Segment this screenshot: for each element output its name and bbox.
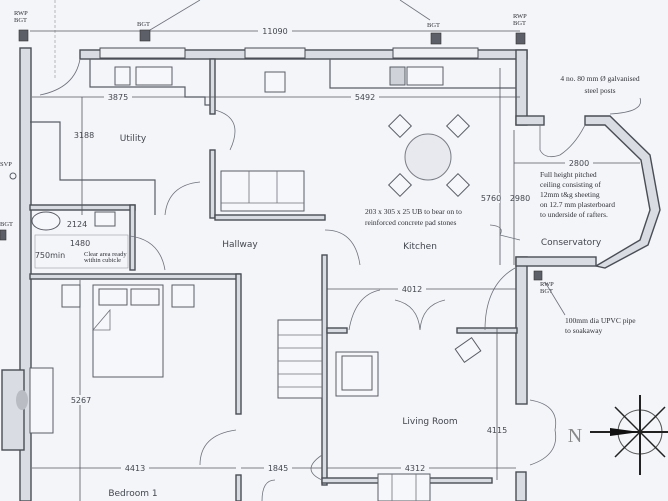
dimension-label: 2124 [67, 220, 87, 229]
wc-note: within cubicle [84, 257, 121, 264]
staircase [277, 319, 323, 399]
svg-text:to soakaway: to soakaway [565, 326, 603, 335]
gully-box [0, 229, 7, 241]
room-label-utility: Utility [120, 134, 147, 144]
bgt-tag: BGT [137, 21, 150, 28]
dimension-label: 5760 [481, 194, 501, 203]
dimension-overall-width: 11090 [30, 26, 520, 36]
dimension-label: 1845 [268, 464, 288, 473]
utility-worktop [30, 121, 156, 215]
kitchen-units [89, 59, 516, 106]
bgt-tag: BGT [427, 22, 440, 29]
dimension-label: 4312 [405, 464, 425, 473]
north-label: N [568, 425, 582, 447]
svg-text:100mm dia UPVC pipe: 100mm dia UPVC pipe [565, 316, 636, 325]
room-label-conservatory: Conservatory [541, 238, 602, 248]
cooker [264, 71, 286, 93]
leader-line [399, 0, 431, 21]
svg-text:203 x 305 x 25 UB to bear on t: 203 x 305 x 25 UB to bear on to [365, 207, 462, 216]
dimension-label: 3188 [74, 131, 94, 140]
svg-text:to underside of rafters.: to underside of rafters. [540, 210, 608, 219]
room-label-kitchen: Kitchen [403, 242, 437, 252]
dimension-label: 2980 [510, 194, 530, 203]
room-label-hallway: Hallway [222, 240, 258, 250]
dimension-label: 3875 [108, 93, 128, 102]
door-swings [39, 58, 557, 501]
wc-note: Clear area ready [84, 251, 127, 258]
note-posts: 4 no. 80 mm Ø galvanised steel posts [560, 74, 642, 115]
svp-tag: SVP [0, 161, 12, 168]
note-pipe: RWP BGT 100mm dia UPVC pipe to soakaway [533, 270, 636, 335]
internal-walls [29, 58, 518, 501]
leader-line [149, 0, 201, 31]
dimension-label: 750min [35, 251, 65, 260]
side-chair [454, 337, 482, 363]
gully-box [18, 29, 29, 42]
svg-text:RWP: RWP [540, 281, 554, 288]
room-label-bedroom-1: Bedroom 1 [108, 489, 157, 499]
svg-text:12mm t&g sheeting: 12mm t&g sheeting [540, 190, 600, 199]
fireplace [16, 367, 54, 434]
note-beam: 203 x 305 x 25 UB to bear on to reinforc… [365, 207, 521, 241]
svg-text:BGT: BGT [540, 288, 553, 295]
external-walls [1, 47, 597, 501]
dimension-label: 4413 [125, 464, 145, 473]
bed [61, 284, 195, 378]
bgt-tag: BGT [14, 17, 27, 24]
dimension-label: 5267 [71, 396, 91, 405]
wc-fittings [31, 211, 129, 269]
north-compass-icon: N [568, 395, 668, 475]
note-ceiling: Full height pitched ceiling consisting o… [540, 170, 615, 219]
dimension-label: 4012 [402, 285, 422, 294]
gully-box [430, 32, 442, 45]
dimension-label: 5492 [355, 93, 375, 102]
svg-text:reinforced concrete pad stones: reinforced concrete pad stones [365, 218, 456, 227]
sofa-hallway [220, 170, 305, 212]
dimension-label: 4115 [487, 426, 507, 435]
dining-table [387, 113, 471, 198]
living-room-unit [377, 473, 431, 501]
svg-text:on 12.7 mm plasterboard: on 12.7 mm plasterboard [540, 200, 615, 209]
dimension-label: 2800 [569, 159, 589, 168]
room-label-living-room: Living Room [402, 417, 457, 427]
bgt-tag: BGT [0, 221, 13, 228]
rwp-tag: RWP [513, 13, 527, 20]
svp-pipe [9, 172, 17, 180]
rwp-tag: RWP [14, 10, 28, 17]
svg-text:steel posts: steel posts [584, 86, 615, 95]
dimension-label: 1480 [70, 239, 90, 248]
dimension-label: 11090 [262, 27, 287, 36]
gully-box [139, 29, 151, 42]
dimension-labels: 3875 5492 3188 2124 1480 750min Clear ar… [35, 92, 593, 473]
svg-text:4 no. 80 mm Ø galvanised: 4 no. 80 mm Ø galvanised [560, 74, 639, 83]
svg-text:Full height pitched: Full height pitched [540, 170, 597, 179]
conservatory-bay [539, 115, 661, 269]
armchair [335, 351, 379, 397]
bgt-tag: BGT [513, 20, 526, 27]
gully-box [515, 32, 526, 45]
svg-text:ceiling consisting of: ceiling consisting of [540, 180, 601, 189]
